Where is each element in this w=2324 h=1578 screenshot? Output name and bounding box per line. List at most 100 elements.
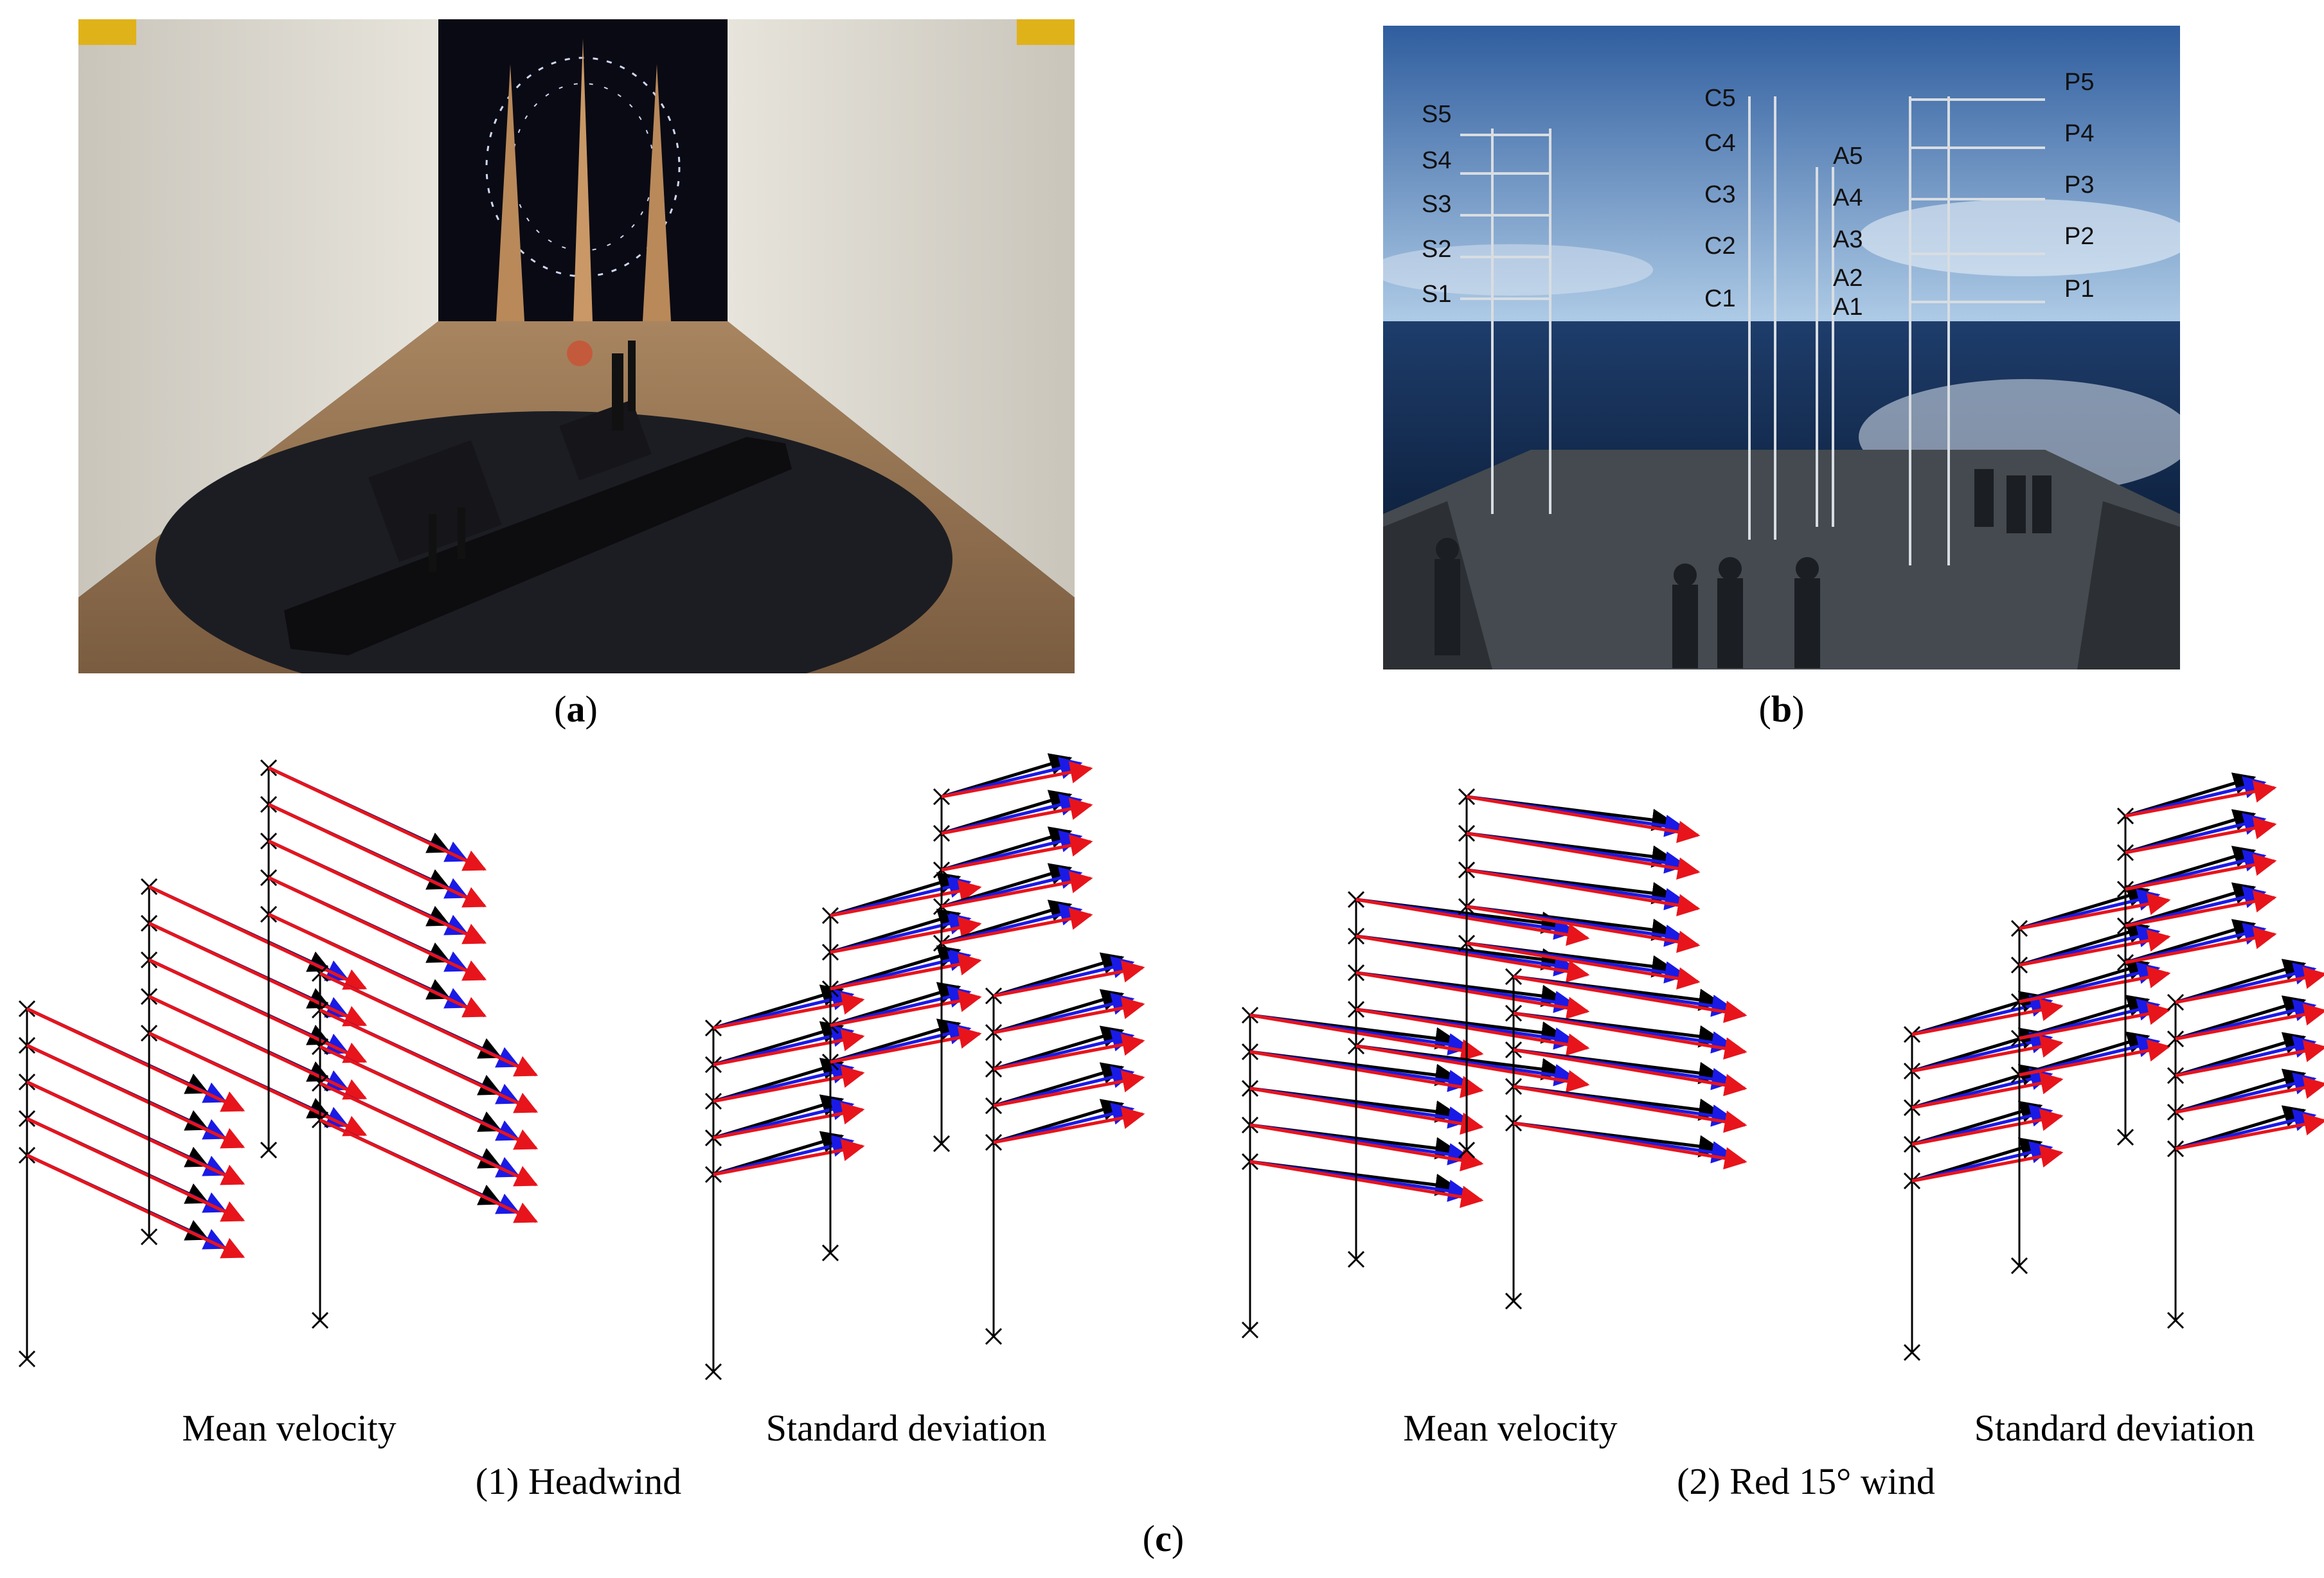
vector-arrow (1513, 1048, 1747, 1097)
vector-arrow (941, 761, 1093, 799)
label-p1: P1 (2064, 276, 2094, 303)
vector-arrow (267, 876, 487, 981)
point-marker (2010, 1257, 2028, 1275)
plot-title-2: Standard deviation (765, 1407, 1047, 1449)
vector-arrow (148, 1031, 368, 1137)
label-s5: S5 (1422, 101, 1451, 128)
vector-arrow (2125, 926, 2277, 964)
vector-arrow (830, 916, 982, 954)
vector-arrow (26, 1117, 246, 1222)
vector-arrow (941, 797, 1093, 835)
group-title-red15: (2) Red 15° wind (1677, 1460, 1935, 1502)
label-a4: A4 (1833, 184, 1863, 211)
vector-arrow (1355, 1044, 1590, 1093)
vector-arrow (2175, 1076, 2324, 1114)
vector-arrow (1249, 1013, 1484, 1062)
vector-arrow (319, 1045, 539, 1150)
vector-arrow (267, 802, 487, 908)
label-a2: A2 (1833, 265, 1863, 292)
point-marker (704, 1363, 722, 1381)
label-c4: C4 (1704, 130, 1736, 157)
mast-labels: S5 S4 S3 S2 S1 C5 C4 C3 C2 C1 A5 A4 A3 A… (1422, 69, 2094, 321)
vector-arrow (148, 885, 368, 990)
vector-arrow (713, 992, 865, 1030)
vector-arrow (1911, 1035, 2064, 1073)
vector-arrow (713, 1102, 865, 1140)
point-marker (2167, 1311, 2185, 1329)
vector-arrow (2175, 1040, 2324, 1077)
plot-headwind-mean (18, 759, 539, 1368)
label-s1: S1 (1422, 281, 1451, 308)
label-c2: C2 (1704, 233, 1736, 260)
velocity-vector-plots (18, 753, 2324, 1381)
label-p3: P3 (2064, 172, 2094, 199)
vector-arrow (2125, 780, 2277, 818)
vector-arrow (1911, 998, 2064, 1036)
wind-tunnel-photo (78, 19, 1075, 673)
vector-arrow (26, 1043, 246, 1149)
vector-arrow (1466, 831, 1701, 880)
plot-headwind-std (704, 753, 1145, 1381)
vector-arrow (1466, 941, 1701, 990)
vector-arrow (1355, 934, 1590, 983)
vector-arrow (1249, 1123, 1484, 1172)
point-marker (311, 1311, 329, 1329)
label-p5: P5 (2064, 69, 2094, 96)
vector-arrow (1355, 1007, 1590, 1056)
vector-arrow (1355, 898, 1590, 946)
label-s2: S2 (1422, 236, 1451, 263)
vector-arrow (2019, 929, 2171, 967)
vector-arrow (1466, 868, 1701, 917)
vector-arrow (26, 1080, 246, 1185)
vector-arrow (2175, 1003, 2324, 1041)
vector-arrow (1513, 975, 1747, 1024)
label-c3: C3 (1704, 181, 1736, 208)
vector-arrow (26, 1153, 246, 1259)
vector-arrow (713, 1029, 865, 1067)
vector-arrow (267, 766, 487, 871)
vector-arrow (148, 995, 368, 1100)
vector-arrow (941, 871, 1093, 909)
vector-arrow (1513, 1085, 1747, 1133)
plot-title-4: Standard deviation (1974, 1407, 2255, 1449)
vector-arrow (319, 971, 539, 1077)
plot-title-1: Mean velocity (182, 1407, 397, 1449)
label-c5: C5 (1704, 85, 1736, 112)
vector-arrow (2175, 1113, 2324, 1151)
point-marker (821, 1244, 839, 1262)
vector-arrow (1249, 1086, 1484, 1135)
ship-deck-photo: S5 S4 S3 S2 S1 C5 C4 C3 C2 C1 A5 A4 A3 A… (1383, 26, 2180, 669)
point-marker (140, 1228, 158, 1246)
caption-a: (a) (554, 688, 598, 730)
caption-c: (c) (1142, 1518, 1184, 1559)
vector-arrow (2125, 817, 2277, 855)
vector-arrow (1911, 1072, 2064, 1110)
vector-arrow (830, 953, 982, 991)
point-marker (985, 1327, 1003, 1345)
vector-arrow (1513, 1011, 1747, 1060)
group-title-headwind: (1) Headwind (475, 1460, 682, 1502)
vector-arrow (2019, 1002, 2171, 1040)
vector-arrow (1355, 971, 1590, 1020)
vector-arrow (1466, 795, 1701, 844)
label-s4: S4 (1422, 147, 1451, 174)
vector-arrow (993, 1070, 1145, 1108)
vector-arrow (993, 1106, 1145, 1144)
point-marker (18, 1350, 36, 1368)
label-s3: S3 (1422, 191, 1451, 218)
point-marker (1241, 1321, 1259, 1339)
label-p2: P2 (2064, 223, 2094, 250)
vector-arrow (2019, 966, 2171, 1004)
point-marker (1903, 1343, 1921, 1361)
vector-arrow (830, 880, 982, 918)
vector-arrow (941, 907, 1093, 945)
vector-arrow (319, 1118, 539, 1223)
label-c1: C1 (1704, 285, 1736, 312)
label-a3: A3 (1833, 226, 1863, 253)
vector-arrow (2125, 853, 2277, 891)
vector-arrow (1513, 1121, 1747, 1170)
vector-arrow (26, 1007, 246, 1112)
vector-arrow (1249, 1160, 1484, 1209)
vector-arrow (1911, 1108, 2064, 1146)
label-p4: P4 (2064, 120, 2094, 147)
